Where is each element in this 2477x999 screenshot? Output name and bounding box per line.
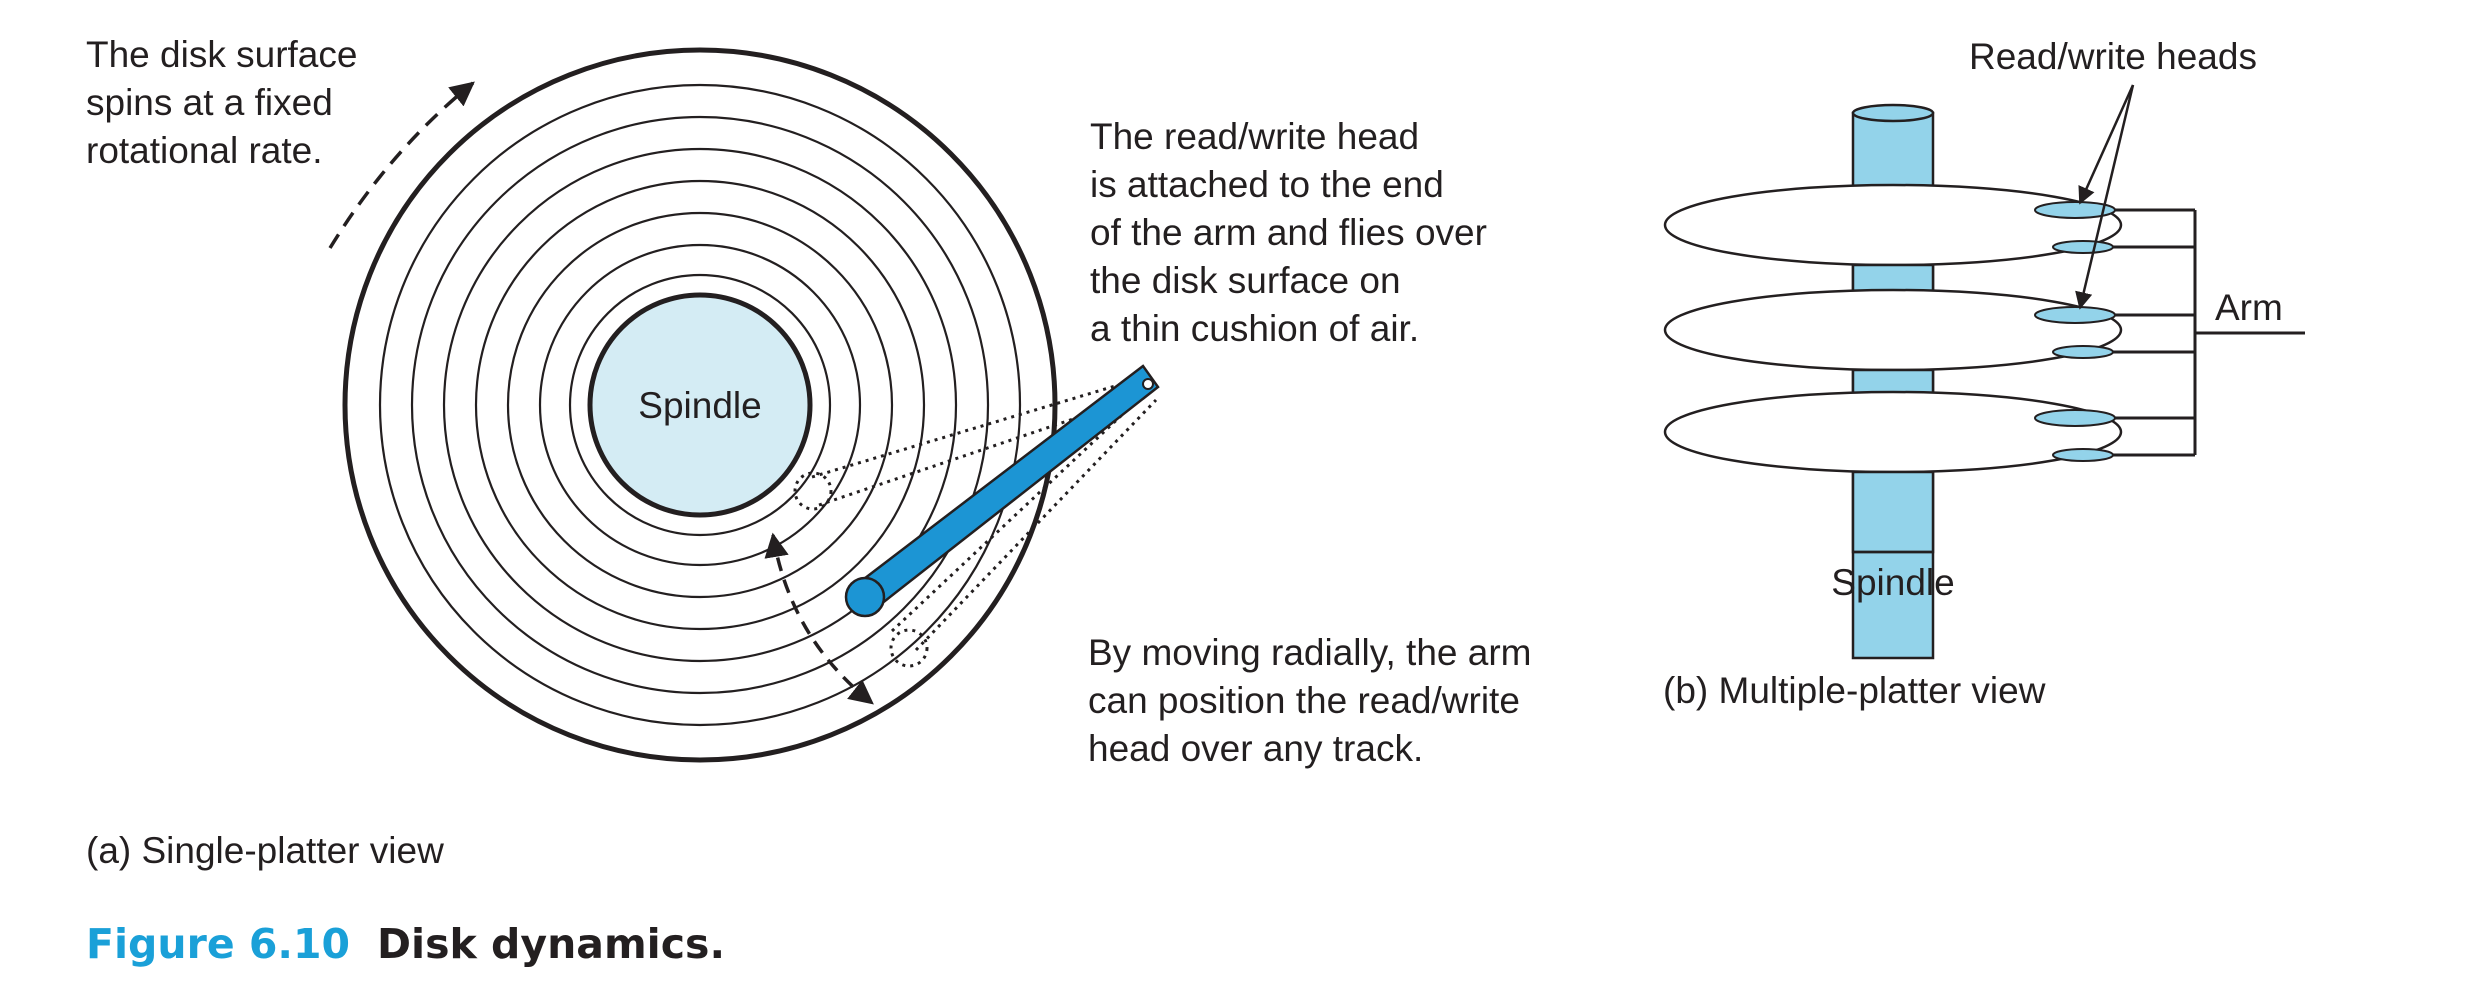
- arm-label: Arm: [2215, 287, 2283, 328]
- track: [410, 115, 990, 695]
- platter: [342, 47, 1058, 763]
- heads-label: Read/write heads: [1969, 36, 2257, 77]
- head: [2052, 448, 2114, 462]
- heads-pointer-arrow: [2078, 84, 2135, 205]
- multi-platter-diagram: Read/write heads Arm Spindle (b) Multipl…: [1663, 36, 2305, 711]
- figure-number: Figure 6.10: [86, 920, 350, 968]
- rotation-arrow: [328, 81, 475, 249]
- caption-a: (a) Single-platter view: [86, 830, 444, 871]
- figure-title: Disk dynamics.: [377, 920, 725, 968]
- caption-b: (b) Multiple-platter view: [1663, 670, 2046, 711]
- spin-note: The disk surface spins at a fixed rotati…: [86, 34, 368, 171]
- spindle-a: Spindle: [587, 292, 813, 518]
- track: [506, 211, 894, 599]
- head: [2034, 409, 2116, 427]
- track: [568, 273, 832, 537]
- platter-stack: [1663, 183, 2123, 554]
- head: [2052, 240, 2114, 254]
- track: [378, 83, 1022, 727]
- track: [442, 147, 958, 663]
- head: [2034, 306, 2116, 324]
- arm-a: [844, 364, 1160, 618]
- single-platter-diagram: Spindle The disk surface spins at a fixe…: [86, 34, 1542, 871]
- heads-pointer-arrow: [2075, 84, 2135, 310]
- radial-move-arrow: [764, 532, 874, 705]
- track: [474, 179, 926, 631]
- arm-pivot: [844, 576, 886, 618]
- arm-b: [2113, 208, 2305, 457]
- platter-top: [1663, 183, 2123, 267]
- platter-middle: [1663, 288, 2123, 372]
- platter-edge: [342, 47, 1058, 763]
- head-note: The read/write head is attached to the e…: [1090, 116, 1497, 349]
- track: [538, 243, 862, 567]
- spindle-label-a: Spindle: [638, 385, 761, 426]
- spindle-label-b: Spindle: [1831, 562, 1954, 603]
- platter-bottom: [1663, 390, 2123, 474]
- radial-note: By moving radially, the arm can position…: [1088, 632, 1542, 769]
- read-write-head-a: [1142, 378, 1154, 390]
- arm-ghost-outer: [889, 396, 1158, 668]
- head: [2052, 345, 2114, 359]
- arm-ghost-inner: [793, 375, 1151, 511]
